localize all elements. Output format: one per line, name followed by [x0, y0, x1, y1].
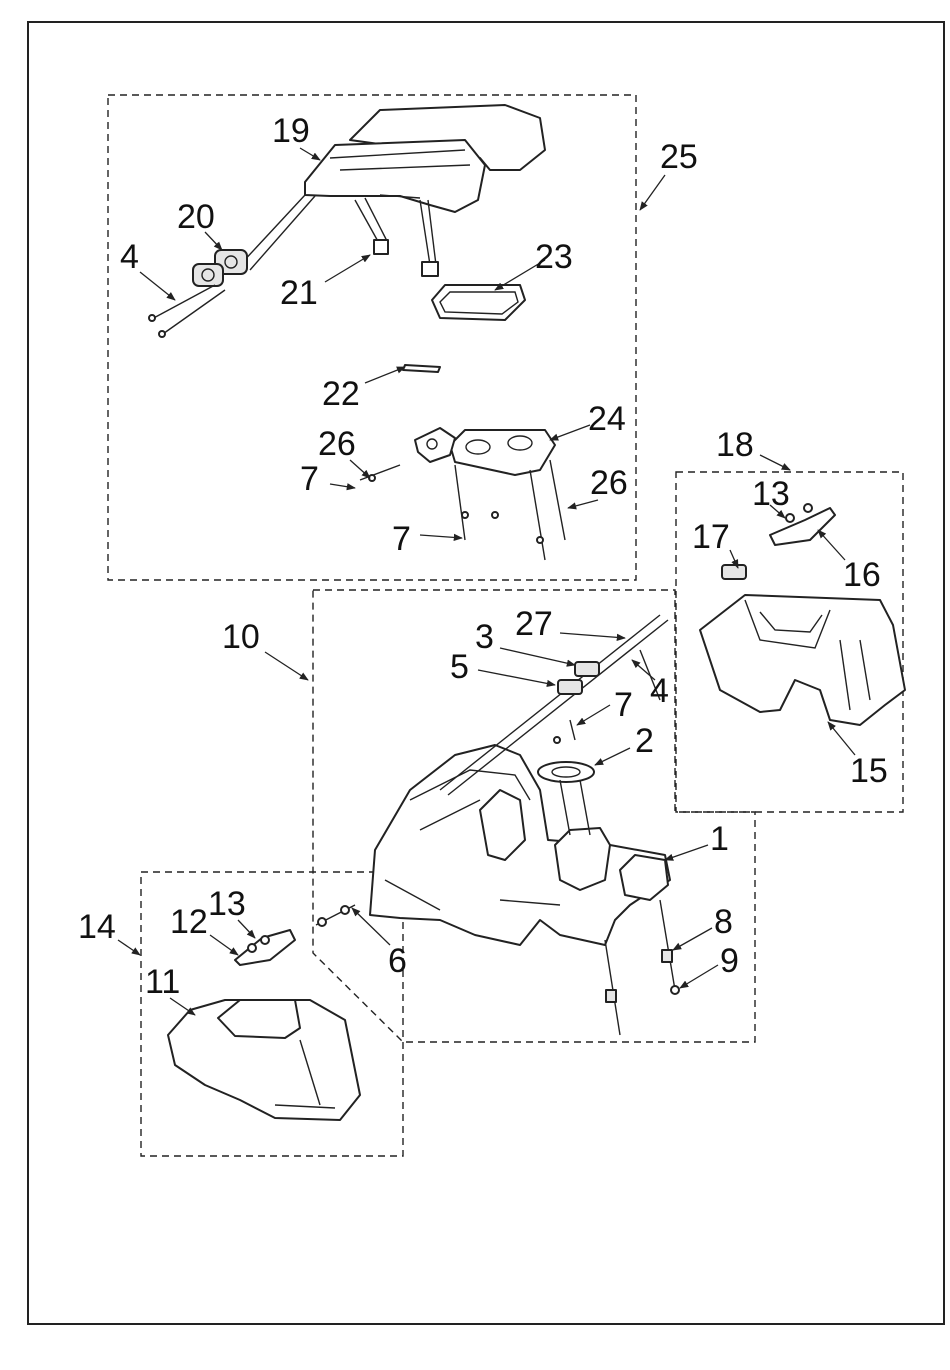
- callout-5: 5: [450, 648, 469, 686]
- callout-12: 12: [170, 903, 208, 941]
- arm-rod-left: [240, 195, 305, 265]
- callout-20: 20: [177, 198, 215, 236]
- clamp-3: [575, 662, 599, 676]
- callout-4-top: 4: [120, 238, 139, 276]
- clip: [722, 565, 746, 579]
- callout-10: 10: [222, 618, 260, 656]
- main-tray: [370, 745, 670, 945]
- armrest-pad: [305, 105, 545, 212]
- callout-23: 23: [535, 238, 573, 276]
- callout-25: 25: [660, 138, 698, 176]
- callout-19: 19: [272, 112, 310, 150]
- callout-22: 22: [322, 375, 360, 413]
- callout-7-mid: 7: [614, 686, 633, 724]
- callout-7-lower: 7: [392, 520, 411, 558]
- callout-13-left: 13: [208, 885, 246, 923]
- mount-plate: [415, 428, 555, 475]
- callout-8: 8: [714, 903, 733, 941]
- callout-16: 16: [843, 556, 881, 594]
- callout-7-upper: 7: [300, 460, 319, 498]
- callout-26-left: 26: [318, 425, 356, 463]
- callout-14: 14: [78, 908, 116, 946]
- callout-4-mid: 4: [650, 672, 669, 710]
- ring-washer: [538, 762, 594, 782]
- callout-15: 15: [850, 752, 888, 790]
- callout-27: 27: [515, 605, 553, 643]
- callout-13-right: 13: [752, 475, 790, 513]
- callout-11: 11: [145, 963, 180, 1001]
- callout-24: 24: [588, 400, 626, 438]
- side-box-right: [700, 595, 905, 725]
- key-strip: [403, 365, 440, 372]
- callout-6: 6: [388, 942, 407, 980]
- bolt: [422, 262, 438, 276]
- callout-2: 2: [635, 722, 654, 760]
- clamp-blocks: [193, 250, 247, 286]
- callout-18: 18: [716, 426, 754, 464]
- callout-9: 9: [720, 942, 739, 980]
- nut-8: [662, 950, 672, 962]
- callout-17: 17: [692, 518, 730, 556]
- side-box-left: [168, 1000, 360, 1120]
- clamp-5: [558, 680, 582, 694]
- callout-26-right: 26: [590, 464, 628, 502]
- callout-1: 1: [710, 820, 729, 858]
- callout-21: 21: [280, 274, 318, 312]
- gasket: [432, 285, 525, 320]
- callout-3: 3: [475, 618, 494, 656]
